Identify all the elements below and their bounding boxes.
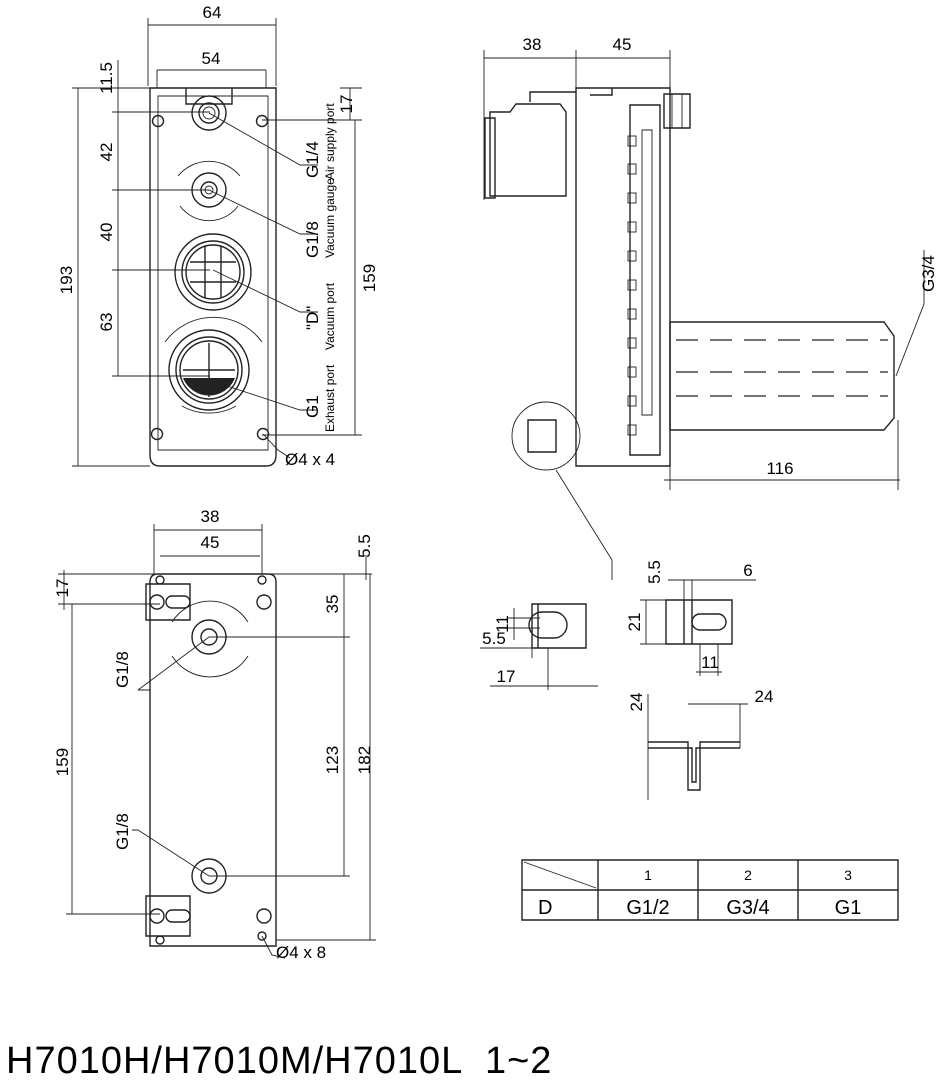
rear-dim-38: 38 <box>201 507 220 526</box>
bracket-left-offset: 5.5 <box>482 629 506 648</box>
rear-dim-5-5: 5.5 <box>355 534 374 558</box>
dim-11-5: 11.5 <box>97 62 116 94</box>
bracket-left-slot: 11 <box>493 615 512 633</box>
port-d-label: Vacuum port <box>323 282 337 350</box>
rear-dim-123: 123 <box>323 746 342 774</box>
port-table: 1 2 3 D G1/2 G3/4 G1 <box>521 859 899 921</box>
bracket-left-width: 17 <box>497 667 516 686</box>
bracket-right-height: 21 <box>625 613 644 632</box>
side-dim-38: 38 <box>523 35 542 54</box>
dim-64: 64 <box>203 3 222 22</box>
port-air-label: Air supply port <box>323 103 337 180</box>
rear-port-lower: G1/8 <box>113 813 132 850</box>
port-exhaust-label: Exhaust port <box>323 364 337 432</box>
rear-dim-35: 35 <box>323 595 342 614</box>
model-title: H7010H/H7010M/H7010L 1~2 <box>6 1040 553 1082</box>
table-value-2: G3/4 <box>726 897 769 919</box>
front-view: 64 54 11.5 193 42 40 63 159 17 G1/4 Air … <box>57 3 379 469</box>
table-header-1: 1 <box>644 867 652 883</box>
profile-height: 24 <box>627 693 646 712</box>
rear-port-upper: G1/8 <box>113 651 132 688</box>
dim-42: 42 <box>97 143 116 162</box>
side-dim-45: 45 <box>613 35 632 54</box>
table-header-2: 2 <box>744 867 752 883</box>
dim-63: 63 <box>97 313 116 332</box>
port-d-size: "D" <box>303 306 322 330</box>
silencer-thread: G3/4 <box>919 255 938 292</box>
rear-dim-159: 159 <box>53 748 72 776</box>
rear-dim-17: 17 <box>53 579 72 598</box>
port-air-size: G1/4 <box>303 141 322 178</box>
rear-mount-holes: Ø4 x 8 <box>276 943 326 962</box>
dim-159: 159 <box>360 264 379 292</box>
bracket-right-top: 5.5 <box>645 560 664 584</box>
rear-view: 38 45 5.5 17 G1/8 G1/8 159 <box>53 507 376 962</box>
bracket-details: 11 5.5 17 5.5 6 21 11 24 24 <box>480 560 773 800</box>
bracket-right-thick: 6 <box>743 561 752 580</box>
table-value-1: G1/2 <box>626 897 669 919</box>
dim-193: 193 <box>57 266 76 294</box>
port-gauge-label: Vacuum gauge <box>323 178 337 258</box>
dim-17: 17 <box>337 95 356 114</box>
port-gauge-size: G1/8 <box>303 221 322 258</box>
front-mount-holes: Ø4 x 4 <box>285 450 335 469</box>
bracket-right-slot: 11 <box>701 653 719 672</box>
rear-dim-182: 182 <box>355 746 374 774</box>
dim-54: 54 <box>202 49 221 68</box>
side-view: 38 45 116 G3/4 <box>483 35 938 580</box>
dim-40: 40 <box>97 223 116 242</box>
table-value-3: G1 <box>835 897 862 919</box>
table-header-3: 3 <box>844 867 852 883</box>
rear-dim-45: 45 <box>201 533 220 552</box>
table-row-label: D <box>538 897 552 919</box>
port-exhaust-size: G1 <box>303 395 322 418</box>
side-dim-116: 116 <box>766 459 793 478</box>
profile-width: 24 <box>755 687 774 706</box>
